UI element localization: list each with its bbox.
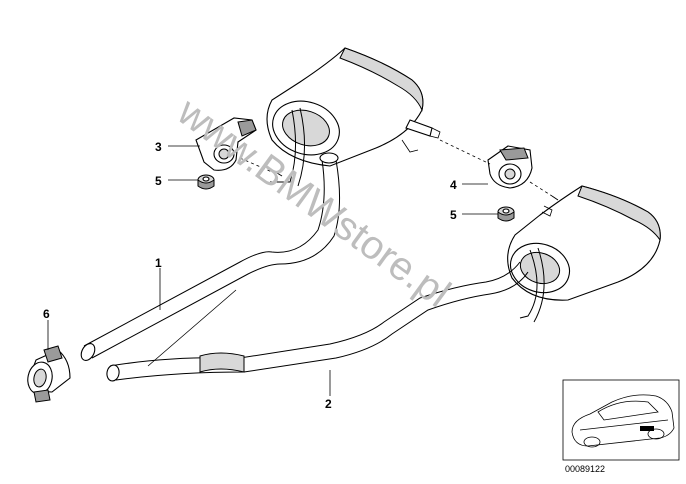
exhaust-pipe-2 [106, 261, 529, 382]
car-thumbnail-inset [562, 379, 680, 461]
label-item-5-lower: 5 [450, 208, 457, 222]
left-rear-silencer [266, 47, 441, 187]
label-item-6: 6 [43, 307, 50, 321]
exhaust-pipe-1 [80, 152, 341, 361]
diagram-reference-number: 00089122 [565, 464, 605, 474]
label-item-2: 2 [325, 397, 332, 411]
label-item-4: 4 [450, 178, 457, 192]
pipe-clamp-6 [27, 345, 71, 403]
label-item-1: 1 [155, 256, 162, 270]
label-item-5-upper: 5 [155, 174, 162, 188]
label-item-3: 3 [155, 140, 162, 154]
nut-5-upper [197, 174, 215, 190]
hanger-bracket-4 [439, 139, 559, 201]
hanger-bracket-3 [195, 117, 283, 177]
leader-lines [47, 145, 498, 396]
right-rear-silencer [507, 185, 661, 323]
nut-5-lower [497, 206, 515, 222]
